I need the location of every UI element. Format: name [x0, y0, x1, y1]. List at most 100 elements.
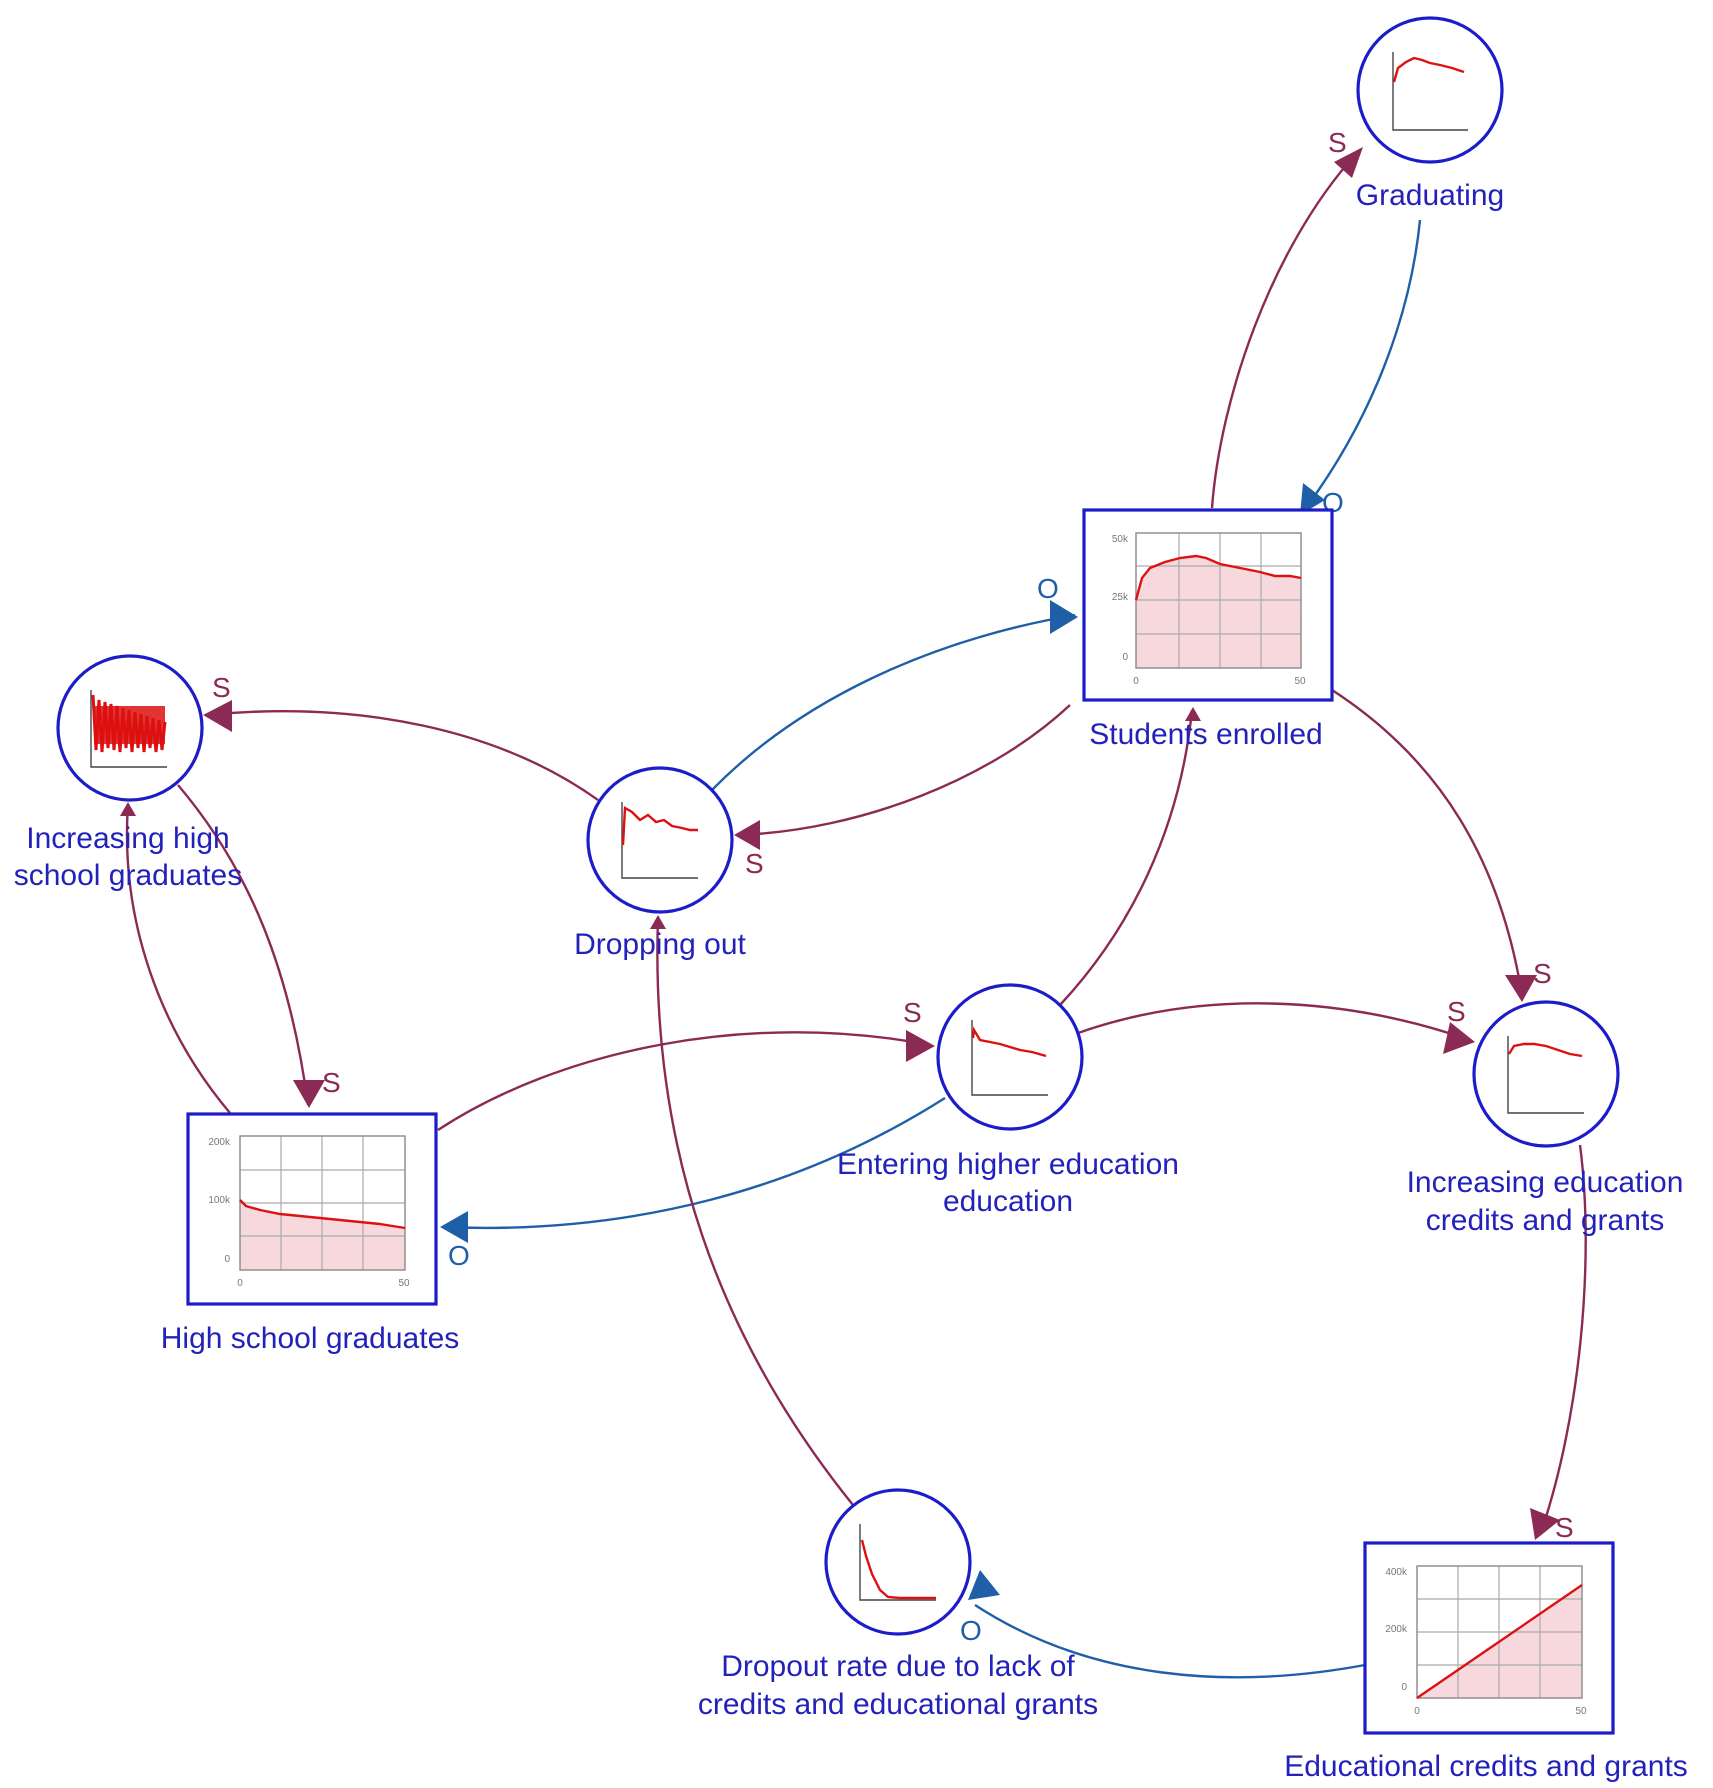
link-students-to-increasing-credits	[1331, 688, 1524, 996]
node-label: school graduates	[14, 859, 243, 892]
node-label: credits and grants	[1426, 1204, 1664, 1237]
node-label: education	[943, 1185, 1073, 1218]
link-hs-grads-to-increasing-hs	[125, 804, 231, 1114]
link-entering-he-to-hs-grads	[442, 1096, 946, 1230]
sparkline-axes	[859, 1524, 936, 1601]
arrowheads	[120, 147, 1560, 1600]
arrowhead-increasing-hs-right	[203, 700, 232, 732]
arrowhead-dropping-bottom	[650, 915, 666, 929]
node-label: Entering higher education	[837, 1148, 1179, 1181]
link-dropping-to-students	[711, 613, 1076, 791]
y-tick: 0	[224, 1254, 230, 1265]
node-entering-higher-education[interactable]: Entering higher education education	[837, 983, 1179, 1218]
link-dropout-rate-to-dropping	[656, 917, 854, 1506]
y-tick: 100k	[208, 1195, 231, 1206]
link-entering-he-to-increasing-credits	[1077, 1002, 1471, 1042]
node-label: Increasing high	[26, 822, 229, 855]
arrowhead-increasing-hs-bottom	[120, 802, 136, 816]
link-increasing-hs-to-hs-grads	[177, 784, 310, 1106]
sparkline	[621, 805, 698, 846]
node-circle	[1356, 16, 1504, 164]
sparkline	[860, 1539, 936, 1600]
node-high-school-graduates[interactable]: 200k 100k 0 0 50 High school graduates	[161, 1112, 460, 1355]
node-graduating[interactable]: Graduating	[1356, 16, 1504, 212]
polarity-s: S	[1533, 958, 1552, 989]
sparkline-band	[94, 706, 165, 744]
x-tick: 0	[1414, 1706, 1420, 1717]
arrowhead-students-left	[1050, 600, 1078, 634]
x-tick: 50	[398, 1278, 410, 1289]
node-dropout-rate[interactable]: Dropout rate due to lack of credits and …	[698, 1488, 1098, 1721]
node-label: Educational credits and grants	[1284, 1750, 1688, 1783]
node-increasing-high-school-graduates[interactable]: Increasing high school graduates	[14, 654, 243, 892]
node-label: Students enrolled	[1089, 718, 1323, 751]
polarity-s: S	[745, 848, 764, 879]
node-circle	[1472, 1000, 1620, 1148]
node-students-enrolled[interactable]: 50k 25k 0 0 50 Students enrolled	[1082, 508, 1334, 751]
plot-frame	[1135, 532, 1302, 669]
arrowhead-increasing-credits-left	[1443, 1022, 1475, 1054]
y-tick: 50k	[1112, 534, 1129, 545]
node-label: Dropping out	[574, 928, 746, 961]
polarity-s: S	[212, 672, 231, 703]
x-tick: 0	[237, 1278, 243, 1289]
y-tick: 200k	[1385, 1624, 1408, 1635]
arrowhead-dropout-rate-right	[968, 1570, 1000, 1600]
polarity-o: O	[448, 1240, 470, 1271]
polarity-s: S	[903, 997, 922, 1028]
link-educational-credits-to-dropout-rate	[974, 1603, 1366, 1679]
y-tick: 0	[1122, 652, 1128, 663]
arrowhead-hs-grads-top	[293, 1080, 325, 1108]
node-label: Increasing education	[1407, 1166, 1684, 1199]
grid	[240, 1136, 405, 1270]
links	[125, 154, 1587, 1679]
series-line	[1416, 1584, 1583, 1699]
arrowhead-students-top	[1300, 483, 1325, 515]
x-tick: 50	[1294, 676, 1306, 687]
node-dropping-out[interactable]: Dropping out	[574, 766, 747, 961]
polarity-s: S	[1447, 996, 1466, 1027]
arrowhead-entering-he-left	[906, 1030, 935, 1062]
polarity-s: S	[1328, 127, 1347, 158]
sparkline	[1507, 1042, 1583, 1058]
polarity-s: S	[322, 1067, 341, 1098]
node-circle	[936, 983, 1084, 1131]
node-circle	[586, 766, 734, 914]
grid	[1417, 1566, 1582, 1698]
polarity-o: O	[1037, 573, 1059, 604]
arrowhead-graduating	[1334, 147, 1363, 178]
x-tick: 0	[1133, 676, 1139, 687]
plot-frame	[1416, 1565, 1583, 1699]
polarity-o: O	[960, 1615, 982, 1646]
link-graduating-to-students	[1307, 219, 1422, 506]
node-circle	[824, 1488, 972, 1636]
node-label: credits and educational grants	[698, 1688, 1098, 1721]
link-hs-grads-to-entering-he	[437, 1031, 931, 1132]
polarity-marks: S O O S S S S O S S S O	[212, 127, 1574, 1646]
node-increasing-education-credits[interactable]: Increasing education credits and grants	[1407, 1000, 1684, 1237]
arrowhead-hs-grads-right	[440, 1211, 468, 1243]
link-entering-he-to-students	[1059, 709, 1194, 1006]
sparkline-axes	[621, 802, 698, 879]
link-students-to-graduating	[1210, 154, 1356, 509]
sparkline-axes	[971, 1020, 1048, 1096]
x-tick: 50	[1575, 1706, 1587, 1717]
sparkline-axes	[90, 690, 167, 768]
link-increasing-credits-to-educational-credits	[1538, 1144, 1587, 1536]
node-educational-credits[interactable]: 400k 200k 0 0 50 Educational credits and…	[1284, 1541, 1688, 1783]
y-tick: 400k	[1385, 1567, 1408, 1578]
sparkline	[1392, 56, 1465, 83]
arrowhead-students-bottom	[1185, 707, 1201, 721]
node-label: High school graduates	[161, 1322, 460, 1355]
y-tick: 200k	[208, 1137, 231, 1148]
sparkline-axes	[1507, 1036, 1584, 1114]
grid	[1136, 533, 1301, 668]
link-students-to-dropping	[739, 704, 1071, 837]
series-line	[239, 1199, 406, 1230]
link-dropping-to-increasing-hs	[206, 710, 599, 801]
polarity-s: S	[1555, 1512, 1574, 1543]
y-tick: 25k	[1112, 592, 1129, 603]
arrowhead-increasing-credits-top	[1505, 975, 1537, 1002]
series-line	[1134, 554, 1302, 601]
